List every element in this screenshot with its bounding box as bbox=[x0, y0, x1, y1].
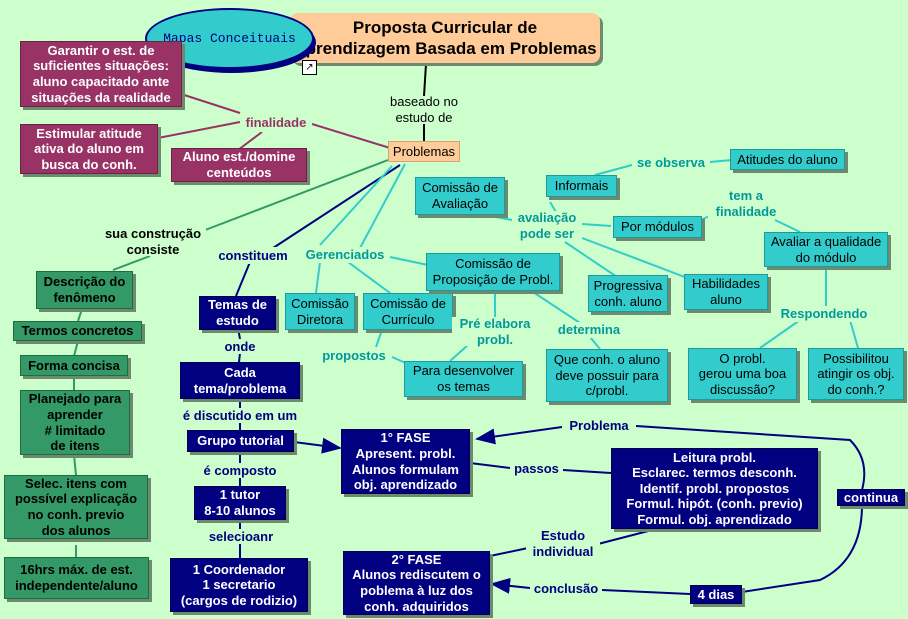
label-respondendo: Respondendo bbox=[776, 306, 872, 322]
node-tutor[interactable]: 1 tutor 8-10 alunos bbox=[194, 486, 286, 520]
diagram-title: Proposta Curricular de Aprendizagem Basa… bbox=[290, 13, 600, 63]
node-habilidades[interactable]: Habilidades aluno bbox=[684, 274, 768, 310]
node-para-desenvolver[interactable]: Para desenvolver os temas bbox=[404, 361, 523, 397]
node-continua[interactable]: continua bbox=[837, 489, 905, 506]
node-por-modulos[interactable]: Por módulos bbox=[613, 216, 702, 238]
label-composto: é composto bbox=[198, 463, 282, 478]
label-sua-construcao: sua construção consiste bbox=[100, 226, 206, 257]
node-leitura[interactable]: Leitura probl. Esclarec. termos desconh.… bbox=[611, 448, 818, 529]
label-passos: passos bbox=[510, 461, 563, 477]
label-tem-finalidade: tem a finalidade bbox=[708, 188, 784, 219]
node-comissao-curriculo[interactable]: Comissão de Currículo bbox=[363, 293, 453, 330]
label-problema: Problema bbox=[562, 418, 636, 434]
node-gerou[interactable]: O probl. gerou uma boa discussão? bbox=[688, 348, 797, 400]
label-determina: determina bbox=[552, 322, 626, 338]
label-estudo-individual: Estudo individual bbox=[526, 528, 600, 559]
node-problemas[interactable]: Problemas bbox=[388, 141, 460, 162]
label-onde: onde bbox=[222, 339, 258, 354]
node-4-dias[interactable]: 4 dias bbox=[690, 585, 742, 604]
node-comissao-avaliacao[interactable]: Comissão de Avaliação bbox=[415, 177, 505, 215]
label-baseado: baseado no estudo de bbox=[385, 94, 463, 125]
shortcut-arrow-icon[interactable]: ↗ bbox=[302, 60, 317, 75]
node-termos[interactable]: Termos concretos bbox=[13, 321, 142, 341]
node-fase1[interactable]: 1° FASE Apresent. probl. Alunos formulam… bbox=[341, 429, 470, 494]
label-pre-elabora: Pré elabora probl. bbox=[452, 316, 538, 347]
node-coord[interactable]: 1 Coordenador 1 secretario (cargos de ro… bbox=[170, 558, 308, 612]
node-descricao[interactable]: Descrição do fenômeno bbox=[36, 271, 133, 309]
label-discutido: é discutido em um bbox=[176, 408, 304, 423]
node-temas[interactable]: Temas de estudo bbox=[199, 296, 276, 330]
label-se-observa: se observa bbox=[632, 155, 710, 171]
node-atitudes[interactable]: Atitudes do aluno bbox=[730, 149, 845, 170]
node-avaliar[interactable]: Avaliar a qualidade do módulo bbox=[764, 232, 888, 267]
node-planejado[interactable]: Planejado para aprender # limitado de it… bbox=[20, 390, 130, 455]
node-comissao-proposicao[interactable]: Comissão de Proposição de Probl. bbox=[426, 253, 560, 291]
node-estimular[interactable]: Estimular atitude ativa do aluno em busc… bbox=[20, 124, 158, 174]
node-possibilitou[interactable]: Possibilitou atingir os obj. do conh.? bbox=[808, 348, 904, 400]
node-aluno-est[interactable]: Aluno est./domine centeúdos bbox=[171, 148, 307, 182]
label-selecioanr: selecioanr bbox=[203, 529, 279, 544]
node-horas[interactable]: 16hrs máx. de est. independente/aluno bbox=[4, 557, 149, 599]
node-cada[interactable]: Cada tema/problema bbox=[180, 362, 300, 399]
node-grupo[interactable]: Grupo tutorial bbox=[187, 430, 294, 452]
node-garantir[interactable]: Garantir o est. de suficientes situações… bbox=[20, 41, 182, 107]
label-finalidade: finalidade bbox=[240, 113, 312, 132]
node-selec[interactable]: Selec. itens com possível explicação no … bbox=[4, 475, 148, 539]
node-forma[interactable]: Forma concisa bbox=[20, 355, 128, 376]
node-comissao-diretora[interactable]: Comissão Diretora bbox=[285, 293, 355, 330]
label-propostos: propostos bbox=[318, 348, 390, 364]
label-avaliacao: avaliação pode ser bbox=[512, 210, 582, 241]
node-fase2[interactable]: 2° FASE Alunos rediscutem o poblema à lu… bbox=[343, 551, 490, 615]
node-progressiva[interactable]: Progressiva conh. aluno bbox=[588, 275, 668, 312]
label-conclusao: conclusão bbox=[530, 581, 602, 597]
label-gerenciados: Gerenciados bbox=[301, 247, 389, 263]
node-informais[interactable]: Informais bbox=[546, 175, 617, 197]
node-que-conh[interactable]: Que conh. o aluno deve possuir para c/pr… bbox=[546, 349, 668, 402]
label-constituem: constituem bbox=[213, 247, 293, 264]
